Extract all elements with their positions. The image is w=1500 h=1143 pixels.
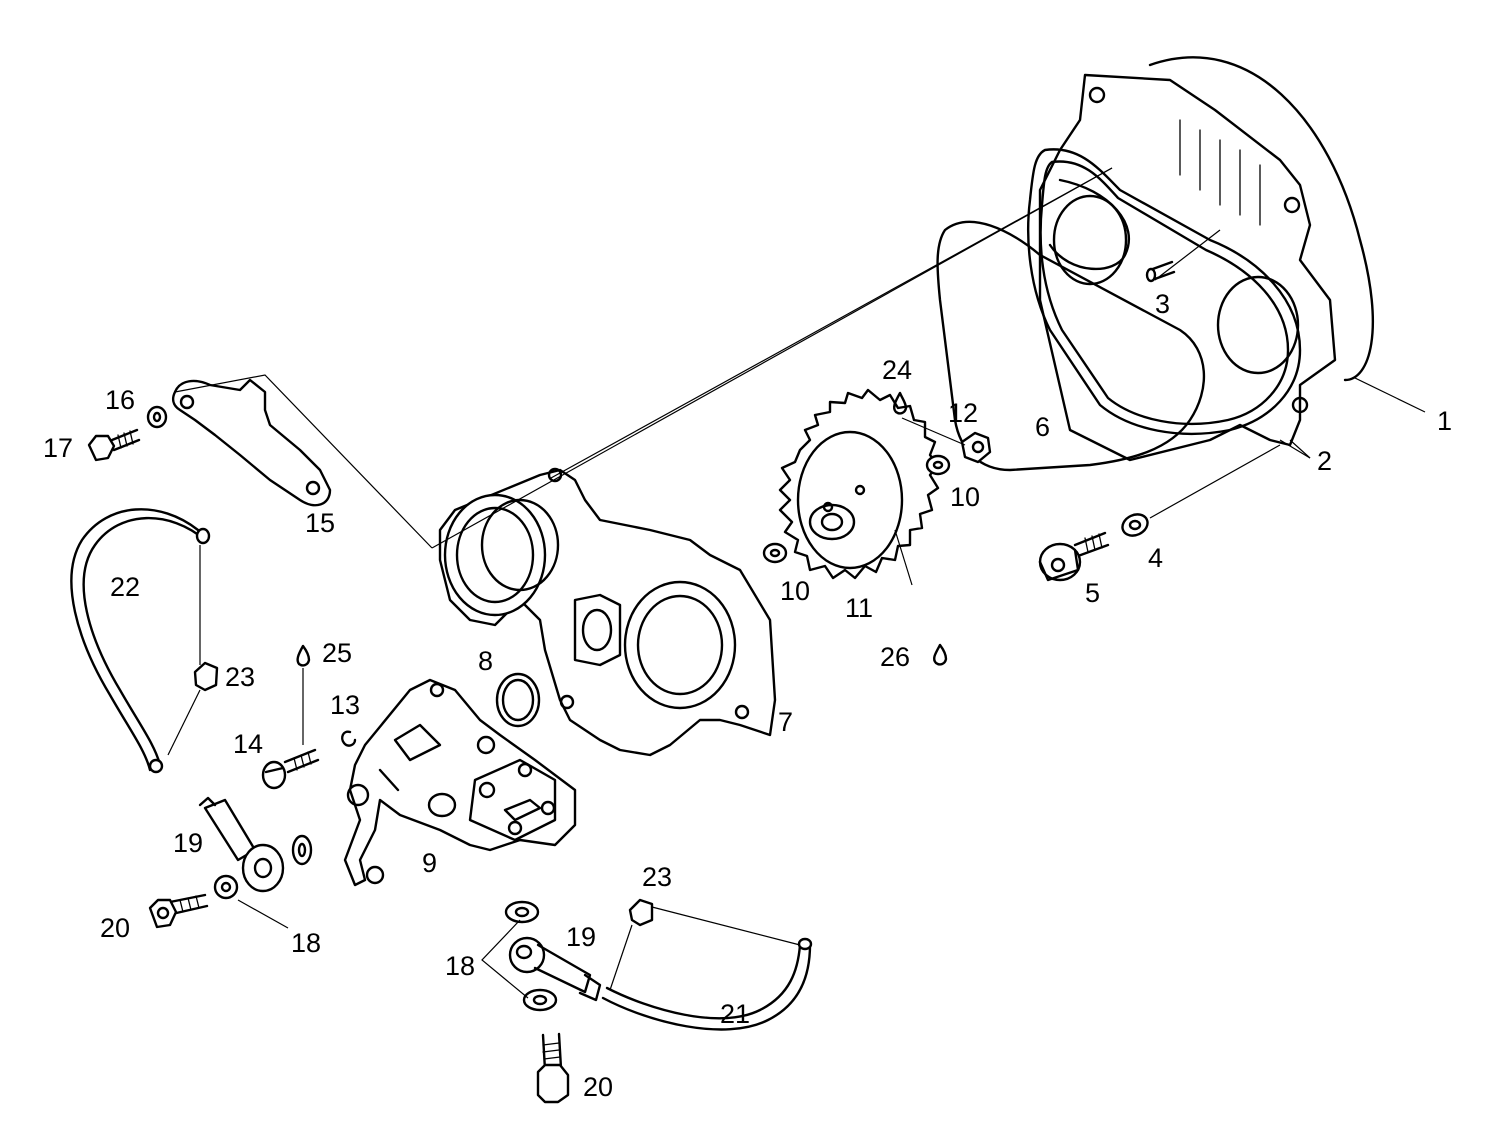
banjo-fitting-19-bottom: [508, 936, 602, 1002]
hose-clip-23-left: [193, 661, 219, 692]
callout-9: 9: [422, 848, 437, 878]
callout-11: 11: [845, 593, 873, 623]
callout-15: 15: [305, 508, 335, 538]
callout-22: 22: [110, 572, 140, 602]
oil-hose-22: [70, 508, 211, 774]
washer-18-left-b: [213, 874, 239, 900]
callout-16: 16: [105, 385, 135, 415]
callout-23-bottom: 23: [642, 862, 672, 892]
dowel-pin: [1145, 260, 1176, 283]
callout-6: 6: [1035, 412, 1050, 442]
leader-lines: [167, 167, 1426, 999]
callout-25: 25: [322, 638, 352, 668]
washer-10-bottom: [762, 542, 788, 564]
callout-12: 12: [948, 398, 978, 428]
callout-labels: 1 2 3 4 5 6 7 8 9 10 10 11 12 13 14 15 1…: [43, 289, 1452, 1102]
callout-14: 14: [233, 729, 263, 759]
callout-23-left: 23: [225, 662, 255, 692]
washer-18-bottom-b: [522, 988, 558, 1012]
hex-bolt-17: [87, 428, 141, 462]
callout-7: 7: [778, 707, 793, 737]
callout-21: 21: [720, 999, 750, 1029]
hose-clip-23-bottom: [628, 898, 654, 927]
banjo-fitting-19-left: [198, 796, 285, 893]
o-ring: [495, 672, 541, 728]
washer-4: [1121, 513, 1149, 537]
washer-18-bottom-a: [504, 900, 540, 924]
timing-cover-housing: [1038, 56, 1375, 462]
callout-4: 4: [1148, 543, 1163, 573]
sealant-drop-25: [296, 644, 311, 667]
callout-8: 8: [478, 646, 493, 676]
callout-13: 13: [330, 690, 360, 720]
callout-3: 3: [1155, 289, 1170, 319]
callout-20-left: 20: [100, 913, 130, 943]
callout-18-left: 18: [291, 928, 321, 958]
callout-5: 5: [1085, 578, 1100, 608]
bracket-plate: [171, 378, 332, 507]
gasket: [936, 148, 1302, 472]
socket-cap-screw: [1038, 531, 1110, 582]
callout-20-bottom: 20: [583, 1072, 613, 1102]
callout-18-bottom: 18: [445, 951, 475, 981]
callout-10-top: 10: [950, 482, 980, 512]
callout-19-bottom: 19: [566, 922, 596, 952]
sealant-drop-24: [892, 391, 908, 415]
oil-pump: [343, 678, 577, 887]
callout-1: 1: [1437, 406, 1452, 436]
callout-10-bottom: 10: [780, 576, 810, 606]
callout-17: 17: [43, 433, 73, 463]
banjo-bolt-20-left: [148, 893, 209, 929]
callout-24: 24: [882, 355, 912, 385]
pump-support-bracket: [438, 467, 777, 757]
washer-10-top: [925, 454, 951, 476]
nut: [960, 431, 992, 464]
circlip: [341, 730, 357, 747]
washer-16: [146, 405, 168, 429]
washer-18-left-a: [291, 834, 313, 866]
sealant-drop-26: [932, 643, 948, 666]
callout-26: 26: [880, 642, 910, 672]
screw-14: [261, 748, 320, 790]
oil-hose-21: [601, 937, 813, 1031]
callout-2: 2: [1317, 446, 1332, 476]
pump-drive-gear: [778, 388, 940, 580]
callout-19-left: 19: [173, 828, 203, 858]
banjo-bolt-20-bottom: [536, 1032, 570, 1104]
